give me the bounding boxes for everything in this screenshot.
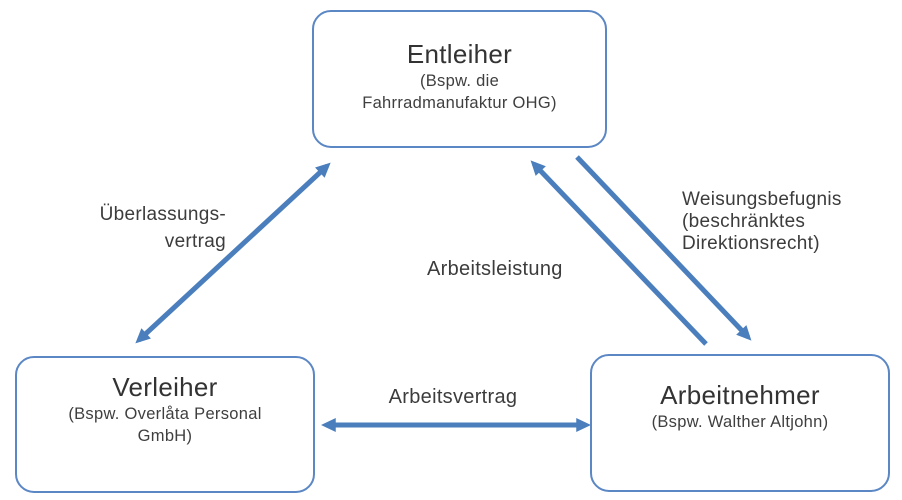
edge-label-weisungsbefugnis-line1: Weisungsbefugnis — [682, 189, 842, 210]
node-verleiher-subtitle-line1: (Bspw. Overlåta Personal — [68, 405, 262, 423]
edge-label-ueberlassungsvertrag-line2: vertrag — [164, 231, 226, 252]
node-entleiher: Entleiher (Bspw. die Fahrradmanufaktur O… — [312, 10, 607, 148]
node-verleiher-title: Verleiher — [112, 372, 218, 402]
arrow-arbeitsleistung — [530, 160, 708, 346]
edge-label-arbeitsvertrag: Arbeitsvertrag — [388, 386, 518, 408]
node-verleiher: Verleiher (Bspw. Overlåta Personal GmbH) — [15, 356, 315, 493]
node-entleiher-subtitle-line2: Fahrradmanufaktur OHG) — [362, 94, 557, 112]
edge-label-weisungsbefugnis: Weisungsbefugnis (beschränktes Direktion… — [682, 189, 842, 255]
edge-label-weisungsbefugnis-line3: Direktionsrecht) — [682, 233, 820, 254]
node-arbeitnehmer-title: Arbeitnehmer — [660, 380, 820, 410]
node-arbeitnehmer: Arbeitnehmer (Bspw. Walther Altjohn) — [590, 354, 890, 492]
edge-label-ueberlassungsvertrag: Überlassungs- vertrag — [58, 201, 226, 255]
node-arbeitnehmer-subtitle: (Bspw. Walther Altjohn) — [651, 413, 829, 431]
edge-label-ueberlassungsvertrag-line1: Überlassungs- — [99, 204, 226, 225]
node-verleiher-subtitle-line2: GmbH) — [137, 427, 193, 445]
node-entleiher-title: Entleiher — [406, 39, 513, 69]
edge-label-weisungsbefugnis-line2: (beschränktes — [682, 211, 806, 232]
edge-label-arbeitsleistung: Arbeitsleistung — [427, 258, 563, 280]
node-entleiher-subtitle-line1: (Bspw. die — [419, 72, 500, 90]
